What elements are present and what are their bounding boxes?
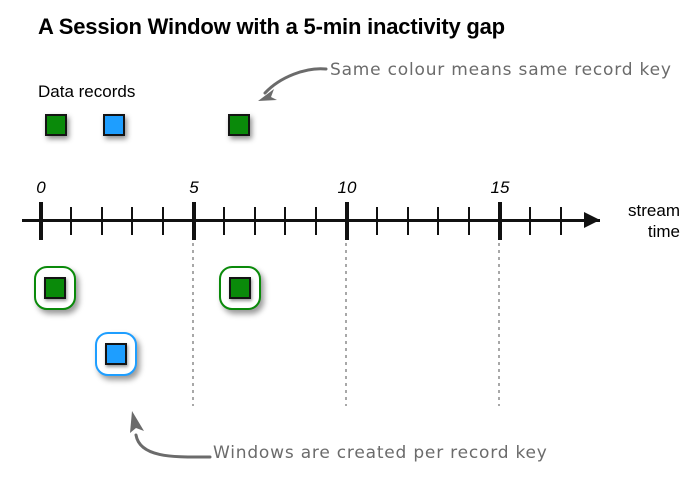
axis-tick-major-10 — [345, 202, 349, 240]
axis-tick-major-5 — [192, 202, 196, 240]
axis-caption: stream time — [608, 200, 680, 242]
axis-label-5: 5 — [189, 178, 199, 197]
data-record-blue-1 — [103, 114, 125, 136]
session-window-green-2 — [219, 266, 261, 310]
guide-line-10 — [345, 243, 347, 406]
axis-label-0: 0 — [36, 178, 46, 197]
axis-tick-major-0 — [39, 202, 43, 240]
page-title: A Session Window with a 5-min inactivity… — [38, 14, 505, 39]
annotation-same-colour: Same colour means same record key — [330, 60, 672, 80]
windowed-record-green-1 — [44, 277, 66, 299]
annotation-per-record-key: Windows are created per record key — [213, 443, 548, 463]
per-record-key-arrow-icon — [130, 411, 212, 459]
session-window-green-1 — [34, 266, 76, 310]
axis-tick-major-15 — [498, 202, 502, 240]
timeline-arrow-icon — [584, 212, 600, 228]
axis-tick-minor-4 — [162, 207, 164, 235]
guide-line-5 — [192, 243, 194, 406]
data-record-green-2 — [228, 114, 250, 136]
axis-label-15: 15 — [490, 178, 510, 197]
data-records-label: Data records — [38, 82, 136, 101]
same-colour-arrow-icon — [258, 67, 328, 101]
axis-tick-minor-1 — [70, 207, 72, 235]
axis-tick-minor-9 — [315, 207, 317, 235]
data-record-green-1 — [45, 114, 67, 136]
axis-tick-minor-17 — [560, 207, 562, 235]
axis-label-10: 10 — [337, 178, 357, 197]
windowed-record-green-2 — [229, 277, 251, 299]
axis-tick-minor-3 — [131, 207, 133, 235]
axis-caption-line1: stream — [628, 201, 680, 220]
axis-tick-minor-7 — [254, 207, 256, 235]
axis-tick-minor-16 — [529, 207, 531, 235]
axis-tick-minor-2 — [101, 207, 103, 235]
axis-tick-minor-14 — [468, 207, 470, 235]
axis-tick-minor-12 — [407, 207, 409, 235]
windowed-record-blue-1 — [105, 343, 127, 365]
axis-tick-minor-11 — [376, 207, 378, 235]
axis-tick-minor-13 — [437, 207, 439, 235]
axis-tick-minor-6 — [223, 207, 225, 235]
session-window-blue-1 — [95, 332, 137, 376]
axis-tick-minor-8 — [284, 207, 286, 235]
timeline-axis — [22, 219, 600, 222]
axis-caption-line2: time — [647, 222, 680, 241]
guide-line-15 — [498, 243, 500, 406]
